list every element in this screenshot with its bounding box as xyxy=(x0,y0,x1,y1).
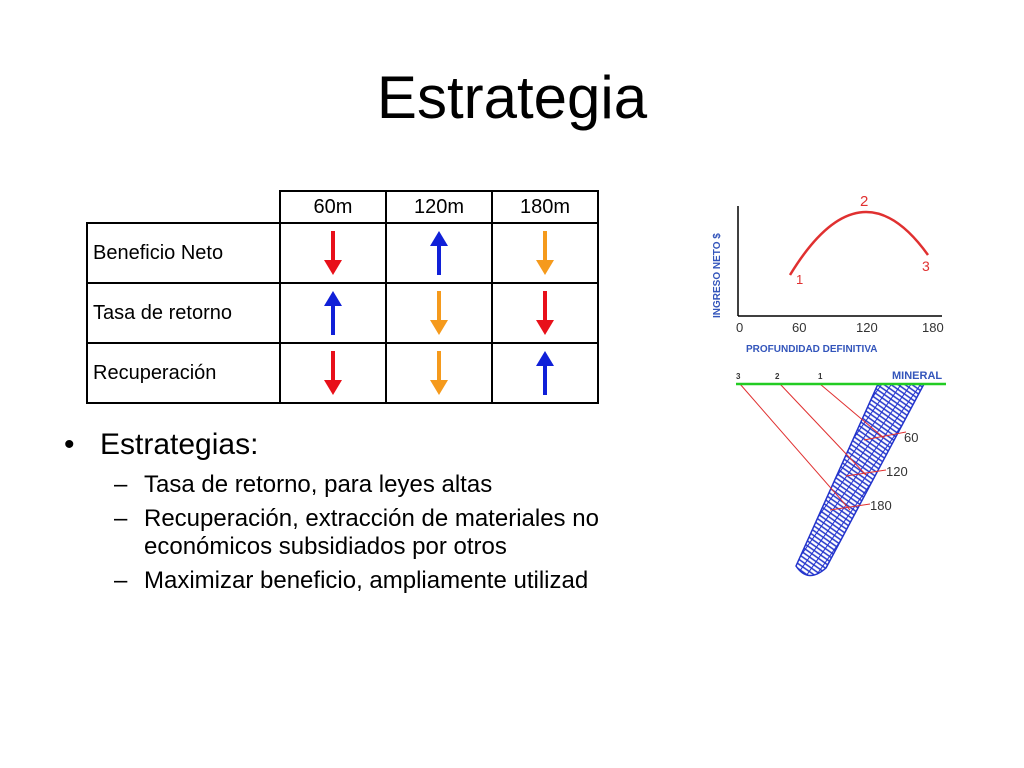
arrow-cell xyxy=(491,282,599,344)
arrow-down-icon xyxy=(430,351,448,395)
row-label: Beneficio Neto xyxy=(86,222,281,284)
row-label: Tasa de retorno xyxy=(86,282,281,344)
arrow-up-icon xyxy=(430,231,448,275)
pit-floor-line xyxy=(829,503,871,511)
arrow-cell xyxy=(491,222,599,284)
x-tick-label: 180 xyxy=(922,320,944,335)
pit-label: 1 xyxy=(818,372,823,381)
list-item: – Tasa de retorno, para leyes altas xyxy=(114,471,704,499)
dash-icon: – xyxy=(114,567,128,594)
bullet-main: • Estrategias: xyxy=(64,425,704,465)
arrow-cell xyxy=(385,222,493,284)
pit-wall-line xyxy=(819,383,885,439)
arrow-cell xyxy=(279,342,387,404)
table-header-row: 60m 120m 180m xyxy=(87,190,599,224)
list-item: – Recuperación, extracción de materiales… xyxy=(114,505,704,561)
pit-depth-figure: INGRESO NETO $ 1 2 3 0 60 120 180 PROFUN… xyxy=(712,193,946,577)
slide-title: Estrategia xyxy=(376,64,648,131)
chart-x-label: PROFUNDIDAD DEFINITIVA xyxy=(746,344,877,355)
arrow-down-icon xyxy=(536,231,554,275)
ore-body-section: 3 2 1 MINERAL 60 120 180 xyxy=(736,370,946,577)
dash-icon: – xyxy=(114,471,128,498)
table-row: Recuperación xyxy=(86,342,599,404)
income-curve xyxy=(788,210,930,276)
column-header: 60m xyxy=(279,190,387,224)
x-tick-label: 120 xyxy=(856,320,878,335)
row-label: Recuperación xyxy=(86,342,281,404)
table-row: Beneficio Neto xyxy=(86,222,599,284)
arrow-down-icon xyxy=(430,291,448,335)
list-item: – Maximizar beneficio, ampliamente utili… xyxy=(114,567,704,595)
mineral-label: MINERAL xyxy=(892,370,942,382)
bullet-dot-icon: • xyxy=(64,428,75,461)
pit-label: 2 xyxy=(775,372,780,381)
list-item-text: Recuperación, extracción de materiales n… xyxy=(144,505,599,560)
dash-icon: – xyxy=(114,505,128,532)
pit-floor-line xyxy=(863,431,907,441)
x-tick-label: 0 xyxy=(736,320,743,335)
bullet-list: • Estrategias: – Tasa de retorno, para l… xyxy=(64,425,704,595)
arrow-down-icon xyxy=(536,291,554,335)
x-tick-label: 60 xyxy=(792,320,806,335)
depth-label: 60 xyxy=(904,430,918,445)
point-label: 3 xyxy=(922,258,930,274)
depth-label: 120 xyxy=(886,464,908,479)
depth-label: 180 xyxy=(870,498,892,513)
column-header: 120m xyxy=(385,190,493,224)
arrow-cell xyxy=(385,342,493,404)
arrow-up-icon xyxy=(536,351,554,395)
arrow-cell xyxy=(491,342,599,404)
arrow-down-icon xyxy=(324,351,342,395)
ore-body xyxy=(795,383,926,577)
pit-label: 3 xyxy=(736,372,741,381)
pit-wall-line xyxy=(739,383,851,511)
column-header: 180m xyxy=(491,190,599,224)
arrow-cell xyxy=(279,282,387,344)
strategy-table: 60m 120m 180m Beneficio Neto Tasa de ret… xyxy=(86,190,599,404)
list-item-text: Maximizar beneficio, ampliamente utiliza… xyxy=(144,567,589,594)
arrow-cell xyxy=(385,282,493,344)
bullet-main-text: Estrategias: xyxy=(100,428,259,461)
arrow-down-icon xyxy=(324,231,342,275)
chart-y-label: INGRESO NETO $ xyxy=(712,233,723,318)
sub-bullet-list: – Tasa de retorno, para leyes altas – Re… xyxy=(114,471,704,595)
point-label: 1 xyxy=(796,272,803,287)
point-label: 2 xyxy=(860,193,868,210)
table-row: Tasa de retorno xyxy=(86,282,599,344)
pit-floor-line xyxy=(845,469,887,477)
income-depth-chart: INGRESO NETO $ 1 2 3 0 60 120 180 PROFUN… xyxy=(712,193,944,355)
arrow-up-icon xyxy=(324,291,342,335)
pit-wall-line xyxy=(779,383,867,476)
list-item-text: Tasa de retorno, para leyes altas xyxy=(144,471,493,498)
arrow-cell xyxy=(279,222,387,284)
